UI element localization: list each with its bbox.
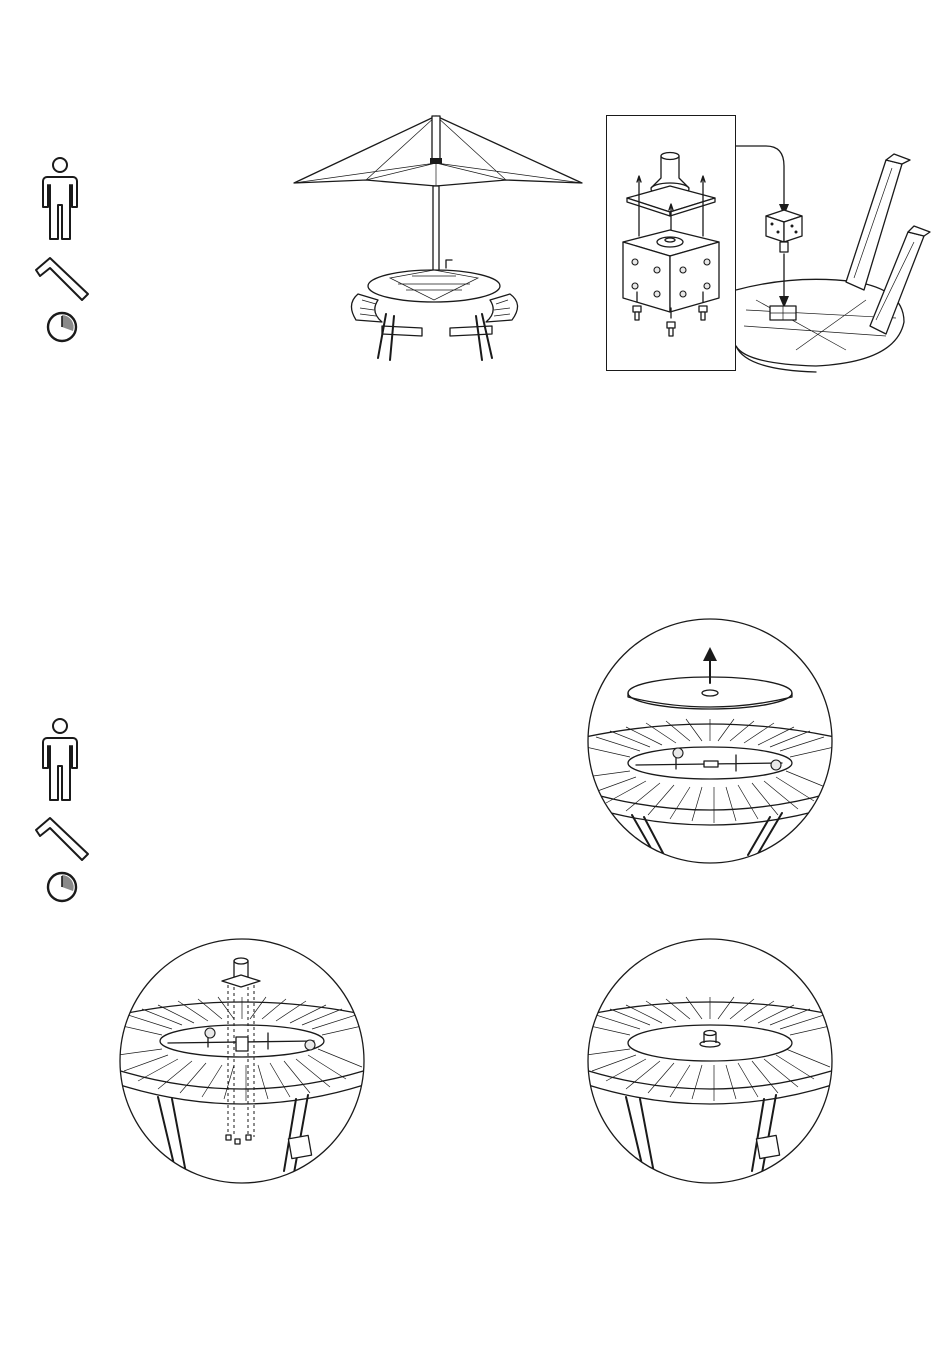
step1-person-icon xyxy=(38,155,82,241)
step2-allen-key-icon xyxy=(34,816,90,862)
step2-clock-icon xyxy=(45,870,79,904)
step2-person-icon xyxy=(38,716,82,802)
umbrella-mount-exploded-figure xyxy=(606,115,736,371)
center-disc-installed-figure xyxy=(586,937,834,1185)
install-umbrella-mount-figure xyxy=(118,937,366,1185)
step1-clock-icon xyxy=(45,310,79,344)
table-with-umbrella-figure xyxy=(286,108,586,368)
step1-allen-key-icon xyxy=(34,256,90,302)
table-underside-figure xyxy=(736,150,916,380)
remove-center-disc-figure xyxy=(586,617,834,865)
